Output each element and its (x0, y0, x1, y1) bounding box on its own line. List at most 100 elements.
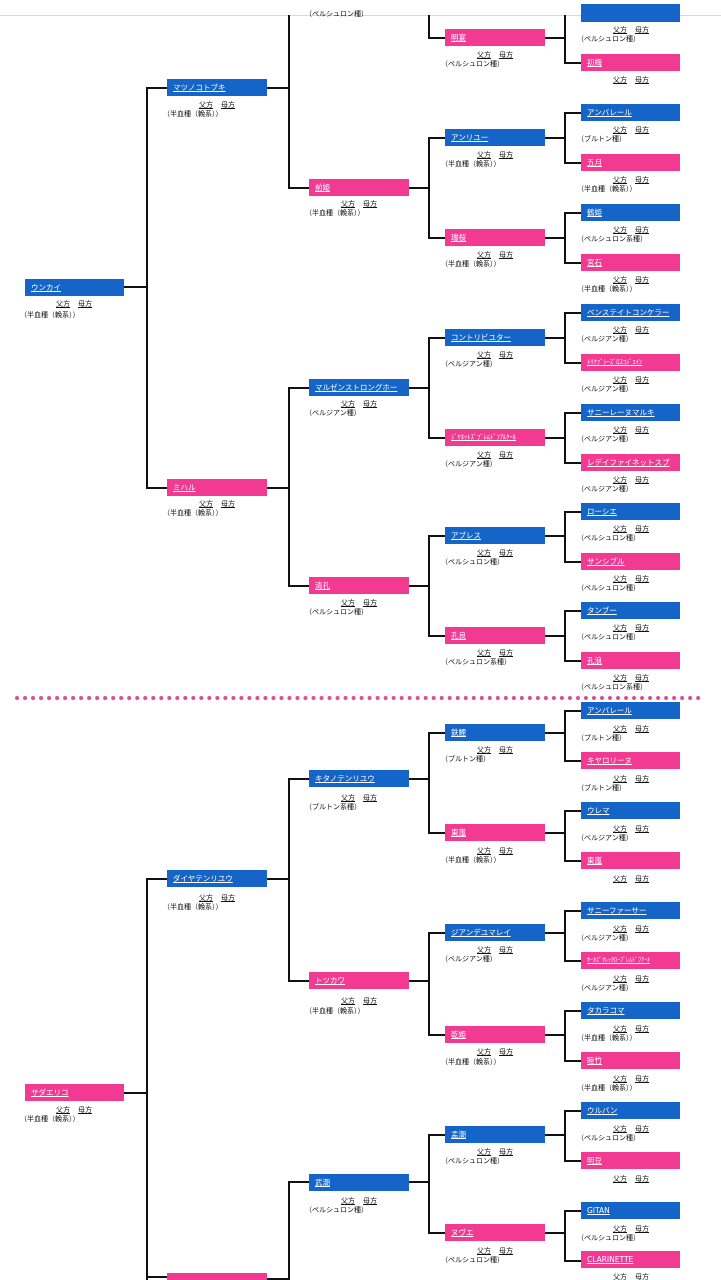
ancestor-link[interactable]: ﾄﾘｸﾌﾞｼｰｽﾞﾛｽｺｼﾞｴｲﾝ (581, 354, 680, 371)
ancestor-link[interactable]: 鉄鯉 (445, 724, 545, 741)
father-link[interactable]: 父方 (477, 1048, 491, 1056)
ancestor-link[interactable]: ｻｰｶｽﾞｸﾚｯｸﾛｰﾌﾞﾚﾑﾄﾞﾌｱｰｷ (581, 952, 680, 969)
ancestor-link[interactable]: 瑞桜 (445, 229, 545, 246)
ancestor-link[interactable]: 明宴 (445, 29, 545, 46)
mother-link[interactable]: 母方 (635, 26, 649, 34)
father-link[interactable]: 父方 (613, 525, 627, 533)
ancestor-link[interactable]: キタノテンリユウ (309, 770, 409, 787)
father-link[interactable]: 父方 (613, 1025, 627, 1033)
mother-link[interactable]: 母方 (221, 894, 235, 902)
mother-link[interactable]: 母方 (635, 226, 649, 234)
ancestor-link[interactable]: タカラコマ (581, 1002, 680, 1019)
father-link[interactable]: 父方 (613, 875, 627, 883)
mother-link[interactable]: 母方 (499, 251, 513, 259)
father-link[interactable]: 父方 (613, 1273, 627, 1280)
mother-link[interactable]: 母方 (635, 674, 649, 682)
father-link[interactable]: 父方 (56, 300, 70, 308)
mother-link[interactable]: 母方 (635, 376, 649, 384)
dam-box[interactable] (167, 1273, 267, 1280)
ancestor-link[interactable]: 五月 (581, 154, 680, 171)
mother-link[interactable]: 母方 (499, 351, 513, 359)
mother-link[interactable]: 母方 (78, 300, 92, 308)
ancestor-box[interactable] (581, 4, 680, 22)
ancestor-link[interactable]: トツカワ (309, 972, 409, 989)
father-link[interactable]: 父方 (56, 1106, 70, 1114)
ancestor-link[interactable]: アブレス (445, 527, 545, 544)
father-link[interactable]: 父方 (613, 476, 627, 484)
father-link[interactable]: 父方 (477, 847, 491, 855)
mother-link[interactable]: 母方 (635, 624, 649, 632)
father-link[interactable]: 父方 (613, 1125, 627, 1133)
mother-link[interactable]: 母方 (363, 599, 377, 607)
father-link[interactable]: 父方 (613, 925, 627, 933)
ancestor-link[interactable]: ベンステイトコンケラー (581, 304, 680, 321)
ancestor-link[interactable]: ウルバン (581, 1102, 680, 1119)
father-link[interactable]: 父方 (613, 176, 627, 184)
mother-link[interactable]: 母方 (363, 1197, 377, 1205)
ancestor-link[interactable]: キヤロリーヌ (581, 752, 680, 769)
sire-link[interactable]: ダイヤテンリユウ (167, 870, 267, 887)
ancestor-link[interactable]: CLARINETTE (581, 1251, 680, 1268)
ancestor-link[interactable]: 睦竹 (581, 1052, 680, 1069)
father-link[interactable]: 父方 (477, 151, 491, 159)
ancestor-link[interactable]: 孔良 (445, 627, 545, 644)
mother-link[interactable]: 母方 (363, 997, 377, 1005)
mother-link[interactable]: 母方 (635, 725, 649, 733)
father-link[interactable]: 父方 (613, 26, 627, 34)
ancestor-link[interactable]: 孔浪 (581, 652, 680, 669)
ancestor-link[interactable]: タンブー (581, 602, 680, 619)
ancestor-link[interactable]: サニーファーサー (581, 902, 680, 919)
father-link[interactable]: 父方 (341, 794, 355, 802)
ancestor-link[interactable]: サニーレーヌマルキ (581, 404, 680, 421)
father-link[interactable]: 父方 (477, 1247, 491, 1255)
ancestor-link[interactable]: 武潮 (309, 1174, 409, 1191)
ancestor-link[interactable]: アンバレール (581, 104, 680, 121)
father-link[interactable]: 父方 (477, 451, 491, 459)
mother-link[interactable]: 母方 (635, 775, 649, 783)
mother-link[interactable]: 母方 (635, 975, 649, 983)
father-link[interactable]: 父方 (613, 575, 627, 583)
ancestor-link[interactable]: サンシブル (581, 553, 680, 570)
dam-link[interactable]: ミハル (167, 479, 267, 496)
mother-link[interactable]: 母方 (363, 200, 377, 208)
mother-link[interactable]: 母方 (499, 151, 513, 159)
mother-link[interactable]: 母方 (635, 525, 649, 533)
mother-link[interactable]: 母方 (499, 847, 513, 855)
mother-link[interactable]: 母方 (635, 176, 649, 184)
mother-link[interactable]: 母方 (78, 1106, 92, 1114)
father-link[interactable]: 父方 (341, 400, 355, 408)
mother-link[interactable]: 母方 (635, 76, 649, 84)
ancestor-link[interactable]: ウレマ (581, 802, 680, 819)
mother-link[interactable]: 母方 (635, 476, 649, 484)
father-link[interactable]: 父方 (613, 226, 627, 234)
mother-link[interactable]: 母方 (499, 51, 513, 59)
ancestor-link[interactable]: 東嵐 (445, 824, 545, 841)
father-link[interactable]: 父方 (477, 549, 491, 557)
ancestor-link[interactable]: 明豆 (581, 1152, 680, 1169)
father-link[interactable]: 父方 (613, 624, 627, 632)
father-link[interactable]: 父方 (613, 825, 627, 833)
father-link[interactable]: 父方 (613, 76, 627, 84)
father-link[interactable]: 父方 (613, 326, 627, 334)
mother-link[interactable]: 母方 (221, 101, 235, 109)
ancestor-link[interactable]: ジアンデユマレイ (445, 924, 545, 941)
ancestor-link[interactable]: アンリユー (445, 129, 545, 146)
ancestor-link[interactable]: 清孔 (309, 577, 409, 594)
mother-link[interactable]: 母方 (635, 126, 649, 134)
mother-link[interactable]: 母方 (499, 549, 513, 557)
father-link[interactable]: 父方 (613, 725, 627, 733)
ancestor-link[interactable]: 鶴姫 (581, 204, 680, 221)
mother-link[interactable]: 母方 (635, 326, 649, 334)
ancestor-link[interactable]: アンバレール (581, 702, 680, 719)
mother-link[interactable]: 母方 (363, 400, 377, 408)
mother-link[interactable]: 母方 (635, 1075, 649, 1083)
ancestor-link[interactable]: ヌヴエ (445, 1224, 545, 1241)
father-link[interactable]: 父方 (341, 1197, 355, 1205)
father-link[interactable]: 父方 (477, 51, 491, 59)
ancestor-link[interactable]: ローシエ (581, 503, 680, 520)
ancestor-link[interactable]: ｼﾞﾔﾈｯﾄｽﾞﾌﾞﾚﾑﾄﾞﾌｱﾙｸｰﾙ (445, 429, 545, 446)
mother-link[interactable]: 母方 (499, 1048, 513, 1056)
ancestor-link[interactable]: GITAN (581, 1202, 680, 1219)
father-link[interactable]: 父方 (477, 351, 491, 359)
father-link[interactable]: 父方 (199, 500, 213, 508)
